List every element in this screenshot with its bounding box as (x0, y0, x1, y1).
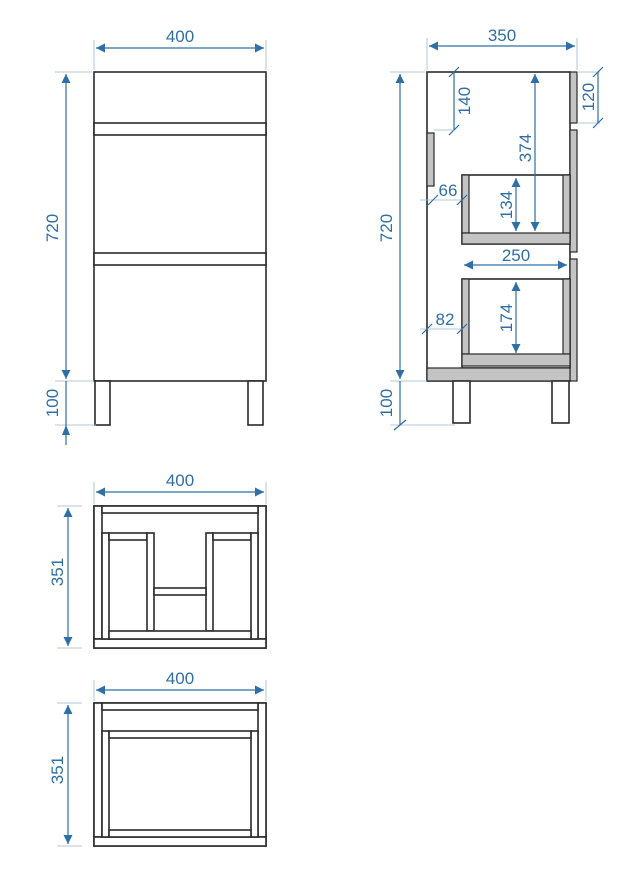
side-height-label: 720 (377, 214, 396, 242)
lower-drawer-height-label: 174 (497, 304, 516, 332)
front-legs-label: 100 (43, 389, 62, 417)
front-height-label: 720 (43, 214, 62, 242)
lower-drawer-offset-label: 82 (436, 310, 455, 329)
side-legs-label: 100 (377, 389, 396, 417)
front-width-label: 400 (166, 27, 194, 46)
upper-drawer-offset-label: 66 (439, 181, 458, 200)
upper-drawer-depth-label: 374 (516, 134, 535, 162)
plan-lower-drawer: 400 351 (48, 669, 267, 847)
plan-upper-width-label: 400 (166, 471, 194, 490)
handle-offset-label: 140 (455, 87, 474, 115)
plan-lower-depth-label: 351 (48, 756, 67, 784)
front-view: 400 720 100 (43, 27, 267, 445)
plan-lower-width-label: 400 (166, 669, 194, 688)
plan-upper-drawer: 400 351 (48, 471, 267, 649)
top-panel-label: 120 (579, 83, 598, 111)
side-view: 350 720 100 140 120 374 134 66 250 82 17… (377, 26, 604, 431)
drawer-depth-label: 250 (502, 246, 530, 265)
plan-upper-depth-label: 351 (48, 558, 67, 586)
upper-drawer-height-label: 134 (497, 191, 516, 219)
side-depth-label: 350 (488, 26, 516, 45)
